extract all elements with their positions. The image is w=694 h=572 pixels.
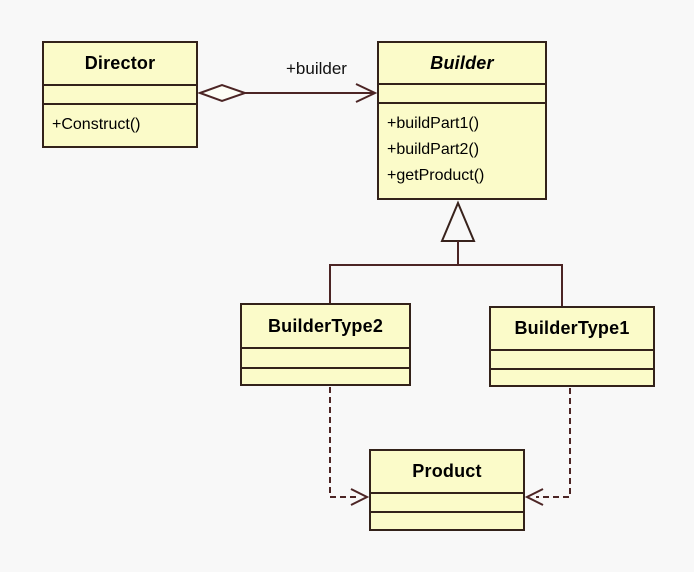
class-method-label: +buildPart2() — [387, 141, 480, 158]
class-methods-compartment — [242, 367, 409, 384]
class-attributes-compartment — [491, 349, 653, 368]
class-box-buildertype1: BuilderType1 — [489, 306, 655, 387]
class-method-label: +Construct() — [52, 116, 141, 133]
class-box-product: Product — [369, 449, 525, 531]
generalization-triangle — [440, 200, 476, 242]
class-box-director: Director +Construct() — [42, 41, 198, 148]
class-name-label: Director — [84, 53, 156, 73]
class-box-buildertype2: BuilderType2 — [240, 303, 411, 386]
aggregation-role-label: +builder — [286, 59, 347, 78]
class-name-label: BuilderType1 — [514, 318, 630, 338]
class-method-label: +buildPart1() — [387, 115, 480, 132]
dependency-buildertype1-product — [536, 388, 571, 498]
dependency-arrowhead-left — [350, 488, 370, 506]
class-box-builder: Builder +buildPart1() +buildPart2() +getPr… — [377, 41, 547, 200]
class-attributes-compartment — [242, 347, 409, 367]
aggregation-diamond — [197, 83, 249, 103]
class-name-label: BuilderType2 — [267, 315, 384, 336]
class-name-label: Builder — [430, 52, 494, 73]
class-attributes-compartment — [44, 84, 196, 103]
class-method-label: +getProduct() — [387, 167, 485, 184]
aggregation-arrowhead — [355, 83, 378, 103]
dependency-buildertype2-product — [329, 387, 358, 498]
class-attributes-compartment — [371, 492, 523, 511]
class-attributes-compartment — [379, 83, 545, 102]
class-methods-compartment — [491, 368, 653, 385]
dependency-arrowhead-right — [524, 488, 544, 506]
class-methods-compartment: +Construct() — [44, 103, 196, 146]
class-methods-compartment — [371, 511, 523, 529]
class-name-label: Product — [412, 461, 482, 481]
class-methods-compartment: +buildPart1() +buildPart2() +getProduct() — [379, 102, 545, 198]
